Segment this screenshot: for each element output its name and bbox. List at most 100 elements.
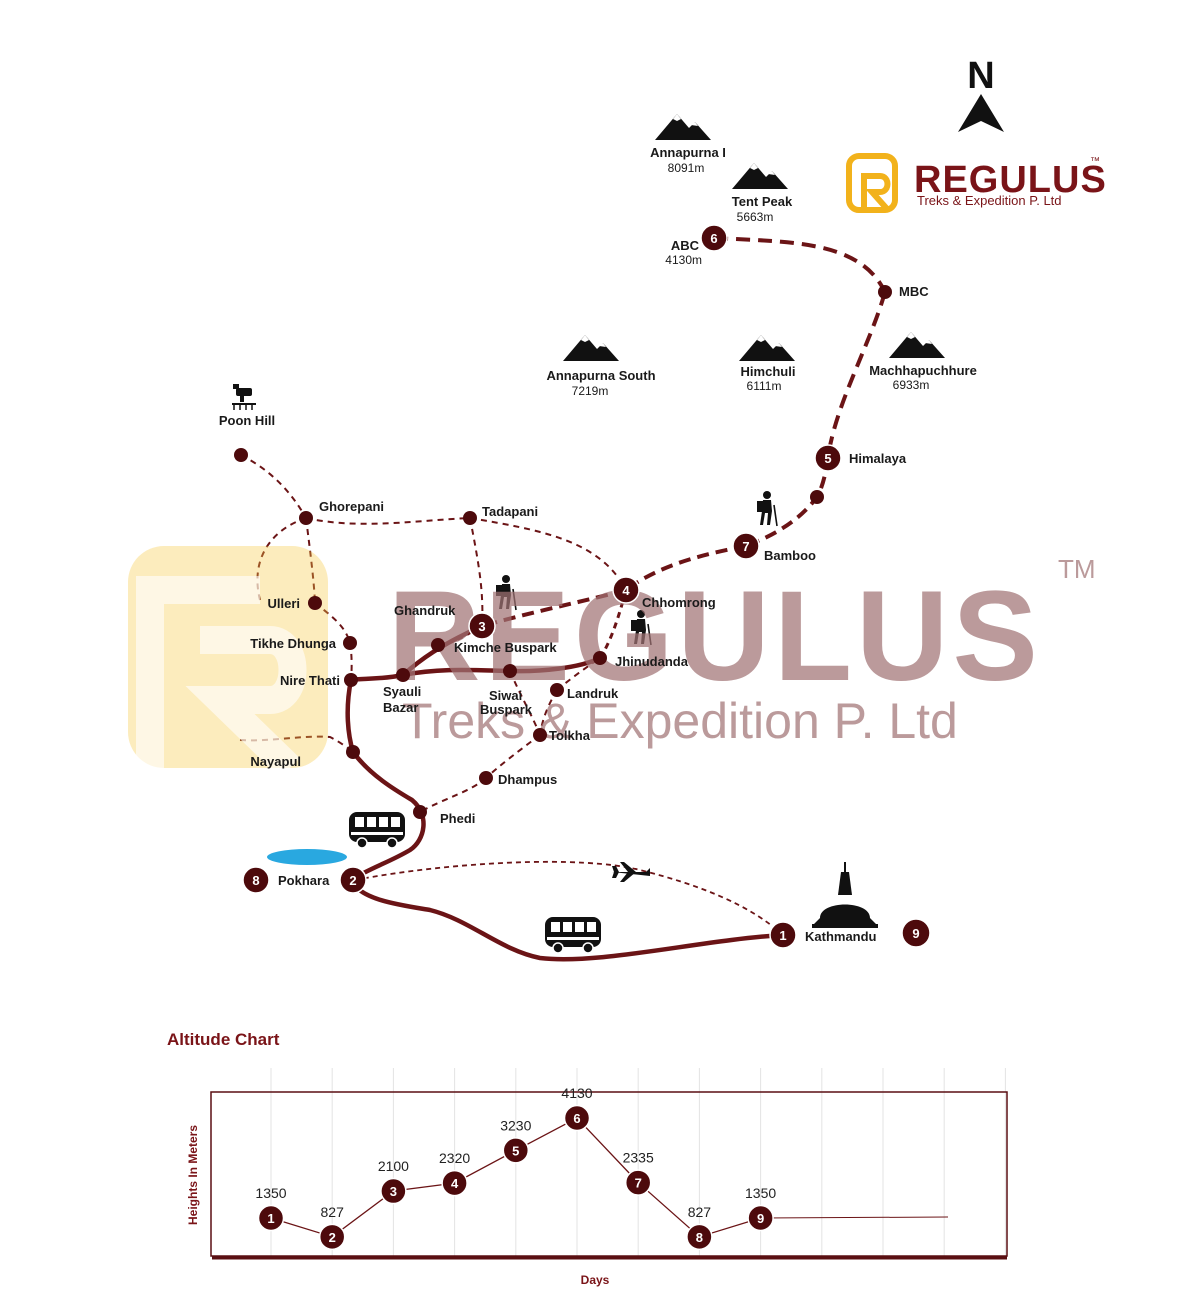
route-dhampus-phedi (419, 777, 487, 813)
chart-point-marker (441, 1169, 468, 1197)
bus-icon (544, 916, 602, 954)
logo-icon (846, 153, 898, 213)
chart-point-label: 1 (267, 1211, 274, 1226)
place-label-kathmandu: Kathmandu (805, 929, 877, 944)
north-arrow-icon (958, 94, 1004, 132)
watermark-tm: TM (1058, 554, 1096, 584)
chart-value-label: 827 (688, 1204, 712, 1220)
watermark: REGULUS TM Treks & Expedition P. Ltd (128, 546, 1096, 779)
stop-marker-kimche[interactable] (431, 638, 445, 652)
stop-marker-dhampus[interactable] (479, 771, 493, 785)
stop-marker-ulleri[interactable] (308, 596, 322, 610)
stop-marker-waypoint[interactable] (810, 490, 824, 504)
day-marker-kathmandu-return[interactable]: 9 (901, 918, 931, 948)
peak-tent-peak: Tent Peak 5663m (732, 163, 793, 224)
chart-point[interactable]: 7 2335 (623, 1150, 654, 1196)
chart-value-label: 2100 (378, 1158, 409, 1174)
chart-point-marker (257, 1204, 285, 1232)
chart-value-label: 2335 (623, 1150, 654, 1166)
stop-marker-tolkha[interactable] (533, 728, 547, 742)
chart-point[interactable]: 3 2100 (378, 1158, 409, 1205)
airplane-icon (612, 862, 650, 882)
day-marker-abc[interactable]: 6 (700, 224, 728, 252)
chart-value-label: 827 (321, 1204, 345, 1220)
stop-marker-mbc[interactable] (878, 285, 892, 299)
route-abc-mbc (713, 236, 887, 293)
mountain-icon (739, 335, 795, 361)
chart-ylabel: Heights In Meters (186, 1125, 200, 1225)
chart-point-label: 4 (451, 1176, 459, 1191)
day-marker-bamboo[interactable]: 7 (732, 532, 760, 560)
day-marker-pokhara[interactable]: 2 (339, 866, 367, 894)
mountain-icon (889, 332, 945, 358)
logo-tagline: Treks & Expedition P. Ltd (917, 193, 1062, 208)
peak-name: Annapurna South (546, 368, 655, 383)
stop-marker-poon-hill[interactable] (234, 448, 248, 462)
place-alt-abc: 4130m (665, 253, 702, 267)
logo-tm: ™ (1090, 156, 1100, 167)
peak-himchuli: Himchuli 6111m (739, 335, 795, 393)
stop-marker-ghorepani[interactable] (299, 511, 313, 525)
day-marker-kathmandu[interactable]: 1 (769, 921, 797, 949)
stop-marker-tadapani[interactable] (463, 511, 477, 525)
day-number: 3 (478, 619, 485, 634)
route-mbc-himalaya (826, 291, 887, 459)
peak-name: Himchuli (741, 364, 796, 379)
peaks: Annapurna I 8091m Tent Peak 5663m Annapu… (546, 114, 977, 398)
day-number: 7 (742, 539, 749, 554)
day-marker-pokhara-return[interactable]: 8 (242, 866, 270, 894)
chart-point-marker (563, 1104, 591, 1132)
day-marker-ghandruk[interactable]: 3 (468, 612, 496, 640)
stop-marker-landruk[interactable] (550, 683, 564, 697)
viewpoint-name: Poon Hill (219, 413, 275, 428)
peak-name: Tent Peak (732, 194, 793, 209)
day-number: 6 (710, 231, 717, 246)
stop-marker-tikhe[interactable] (343, 636, 357, 650)
stop-marker-nire-thati[interactable] (344, 673, 358, 687)
peak-height: 7219m (572, 384, 609, 398)
chart-point-label: 3 (390, 1184, 397, 1199)
day-marker-chhomrong[interactable]: 4 (612, 576, 640, 604)
stop-marker-syauli[interactable] (396, 668, 410, 682)
stop-marker-phedi[interactable] (413, 805, 427, 819)
route-drive-main (345, 672, 784, 962)
place-label-ulleri: Ulleri (267, 596, 300, 611)
chart-point-marker (502, 1137, 530, 1164)
day-number: 4 (622, 583, 630, 598)
route-poonhill-ghorepani (240, 454, 307, 519)
peak-height: 6933m (893, 378, 930, 392)
day-number: 8 (252, 873, 259, 888)
chart-point-label: 7 (635, 1176, 642, 1191)
peak-height: 8091m (668, 161, 705, 175)
mountain-icon (655, 114, 711, 140)
stop-marker-jhinudanda[interactable] (593, 651, 607, 665)
place-label-mbc: MBC (899, 284, 929, 299)
place-label-kimche: Kimche Buspark (454, 640, 557, 655)
day-marker-himalaya[interactable]: 5 (814, 444, 842, 472)
place-label-tolkha: Tolkha (549, 728, 591, 743)
chart-value-label: 1350 (745, 1185, 776, 1201)
route-siwai-tolkha (509, 670, 541, 736)
stop-marker-nayapul[interactable] (346, 745, 360, 759)
chart-value-label: 3230 (500, 1117, 531, 1133)
day-number: 2 (349, 873, 356, 888)
phewa-lake (267, 849, 347, 865)
bus-icon (348, 811, 406, 849)
compass: N (958, 55, 1004, 132)
altitude-chart: Altitude Chart Heights In Meters Days 11… (167, 1030, 1008, 1287)
day-number: 9 (912, 926, 919, 941)
stupa-icon (812, 862, 878, 928)
stop-marker-siwai[interactable] (503, 664, 517, 678)
peak-machhapuchhure: Machhapuchhure 6933m (869, 332, 977, 392)
binoculars-icon (232, 384, 256, 410)
peak-height: 6111m (747, 379, 782, 393)
